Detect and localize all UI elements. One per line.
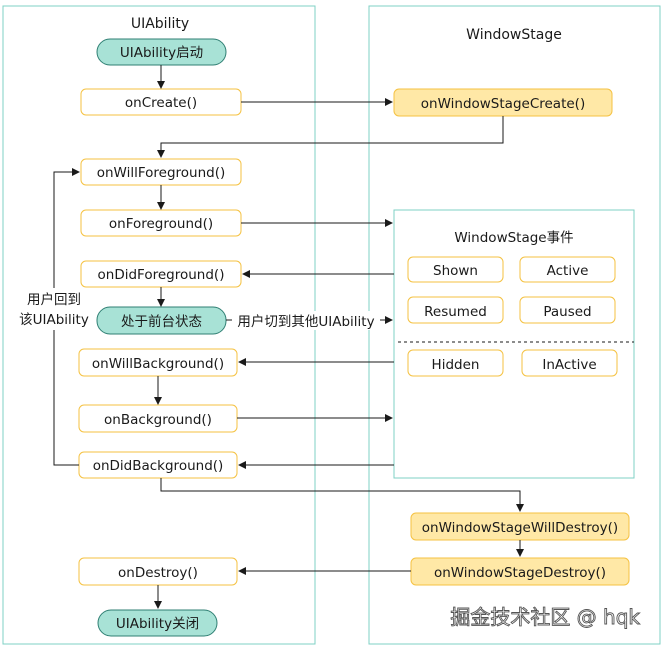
- event-active: Active: [519, 256, 616, 283]
- start-node-label: UIAbility启动: [120, 45, 203, 61]
- watermark: 掘金技术社区 @ hqk: [450, 605, 640, 629]
- on-background-node: onBackground(): [78, 404, 238, 433]
- ws-destroy-node: onWindowStageDestroy(): [410, 557, 630, 586]
- switch-out-label-bg: [232, 311, 380, 330]
- on-destroy-label: onDestroy(): [118, 565, 198, 581]
- on-create-label: onCreate(): [125, 95, 197, 111]
- event-active-label: Active: [547, 263, 589, 279]
- end-node: UIAbility关闭: [97, 609, 218, 637]
- end-node-label: UIAbility关闭: [116, 616, 199, 632]
- on-did-background-label: onDidBackground(): [93, 458, 224, 474]
- event-paused: Paused: [519, 296, 616, 324]
- start-node: UIAbility启动: [96, 38, 227, 66]
- return-label-line2: 该UIAbility: [19, 312, 89, 328]
- on-did-foreground-node: onDidForeground(): [80, 260, 242, 288]
- switch-out-label: 用户切到其他UIAbility: [237, 313, 374, 330]
- events-box-title: WindowStage事件: [454, 230, 573, 246]
- return-label-bg: [14, 288, 94, 330]
- arrow-did-background-to-ws-will-destroy: [160, 478, 524, 512]
- on-foreground-node: onForeground(): [80, 209, 242, 237]
- on-background-label: onBackground(): [104, 412, 212, 428]
- uiability-lane-title: UIAbility: [131, 16, 189, 32]
- event-inactive-label: InActive: [542, 357, 596, 373]
- foreground-state-label: 处于前台状态: [121, 313, 202, 330]
- ws-create-label: onWindowStageCreate(): [421, 96, 585, 112]
- event-paused-label: Paused: [543, 304, 591, 320]
- ws-destroy-label: onWindowStageDestroy(): [434, 565, 606, 581]
- ws-create-node: onWindowStageCreate(): [393, 88, 613, 117]
- return-label-line1: 用户回到: [27, 291, 81, 308]
- on-will-background-label: onWillBackground(): [92, 356, 224, 372]
- on-destroy-node: onDestroy(): [78, 557, 238, 586]
- windowstage-lane-title: WindowStage: [466, 27, 562, 43]
- event-shown-label: Shown: [433, 263, 478, 279]
- windowstage-events-box: [393, 209, 635, 479]
- event-resumed-label: Resumed: [424, 304, 487, 320]
- event-hidden: Hidden: [407, 349, 504, 377]
- on-will-foreground-label: onWillForeground(): [97, 165, 226, 181]
- foreground-state-node: 处于前台状态: [96, 306, 227, 335]
- event-inactive: InActive: [521, 349, 618, 377]
- on-foreground-label: onForeground(): [109, 216, 213, 232]
- ws-will-destroy-label: onWindowStageWillDestroy(): [422, 520, 618, 536]
- event-shown: Shown: [407, 256, 504, 283]
- event-resumed: Resumed: [407, 296, 504, 324]
- event-hidden-label: Hidden: [432, 357, 480, 373]
- arrow-ws-create-to-will-foreground: [157, 116, 504, 158]
- on-did-background-node: onDidBackground(): [78, 451, 238, 479]
- on-will-foreground-node: onWillForeground(): [80, 158, 242, 186]
- on-will-background-node: onWillBackground(): [78, 348, 238, 377]
- on-did-foreground-label: onDidForeground(): [98, 267, 225, 283]
- on-create-node: onCreate(): [80, 88, 242, 116]
- ws-will-destroy-node: onWindowStageWillDestroy(): [410, 512, 630, 541]
